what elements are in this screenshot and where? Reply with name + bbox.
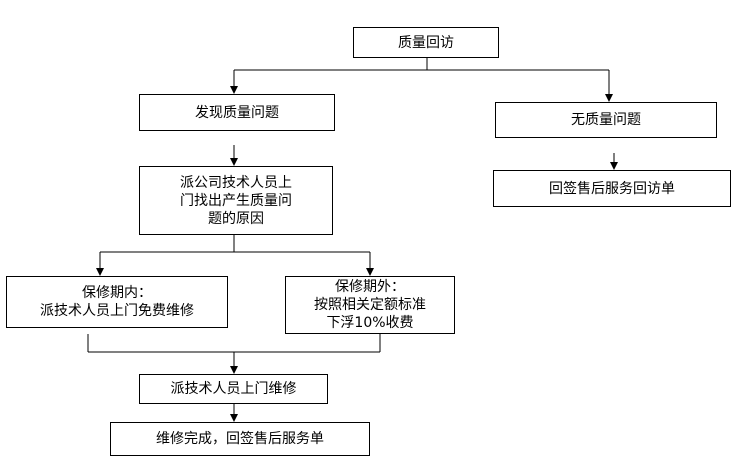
node-repair: 派技术人员上门维修 [139,374,328,404]
node-out-warranty: 保修期外： 按照相关定额标准 下浮10%收费 [285,276,455,334]
node-out-warranty-line1: 保修期外： [335,279,405,295]
node-dispatch-line1: 派公司技术人员上 [180,174,292,191]
node-no-problem-result-label: 回签售后服务回访单 [549,180,675,197]
node-in-warranty: 保修期内： 派技术人员上门免费维修 [6,276,228,328]
node-complete-label: 维修完成，回签售后服务单 [156,431,324,447]
node-has-problem-label: 发现质量问题 [195,104,279,121]
node-out-warranty-line3: 下浮10%收费 [326,315,414,331]
node-no-problem-result: 回签售后服务回访单 [493,170,731,207]
node-no-problem: 无质量问题 [495,102,717,138]
node-root: 质量回访 [353,27,499,58]
node-in-warranty-line2: 派技术人员上门免费维修 [40,303,194,319]
node-in-warranty-line1: 保修期内： [82,285,152,301]
node-dispatch: 派公司技术人员上 门找出产生质量问 题的原因 [139,166,333,235]
node-dispatch-line2: 门找出产生质量问 [180,192,292,209]
node-repair-label: 派技术人员上门维修 [170,381,297,397]
node-out-warranty-line2: 按照相关定额标准 [314,297,426,313]
node-root-label: 质量回访 [398,34,454,51]
node-has-problem: 发现质量问题 [139,94,335,131]
node-dispatch-line3: 题的原因 [208,210,264,227]
node-no-problem-label: 无质量问题 [571,112,641,128]
node-complete: 维修完成，回签售后服务单 [110,422,370,456]
